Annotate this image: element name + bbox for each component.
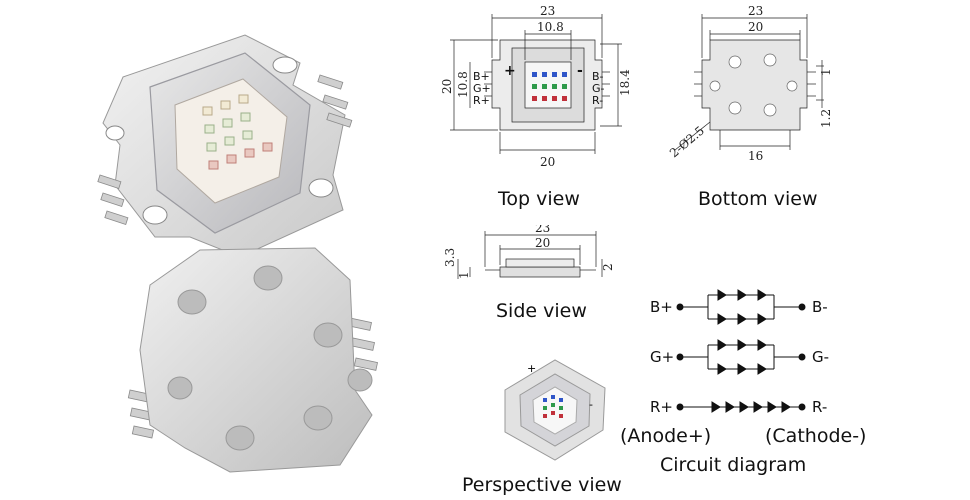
caption-top-view: Top view bbox=[498, 188, 580, 210]
circuit-g-plus: G+ bbox=[650, 348, 674, 366]
circuit-anode-label: (Anode+) bbox=[620, 425, 712, 447]
side-dim-inner: 20 bbox=[535, 236, 550, 250]
top-label-g-minus: G- bbox=[592, 82, 605, 95]
top-dim-inner-height: 10.8 bbox=[456, 71, 470, 98]
top-dim-bottom: 20 bbox=[540, 155, 555, 169]
perspective-view-image: + - bbox=[504, 359, 606, 461]
bottom-view-drawing: 23 20 16 1 1.2 2-Ø2.5 bbox=[667, 4, 833, 163]
circuit-b-minus: B- bbox=[812, 298, 828, 316]
top-label-b-minus: B- bbox=[592, 70, 604, 83]
side-dim-width: 23 bbox=[535, 225, 550, 235]
circuit-diagram: B+ G+ R+ B- G- R- bbox=[650, 289, 829, 416]
bottom-dim-right-upper: 1 bbox=[819, 68, 833, 76]
top-label-r-plus: R+ bbox=[473, 94, 490, 107]
bottom-dim-hole: 2-Ø2.5 bbox=[667, 123, 707, 160]
top-dim-inner-width: 10.8 bbox=[537, 20, 564, 34]
module-top-photo bbox=[97, 34, 353, 258]
circuit-cathode-label: (Cathode-) bbox=[765, 425, 867, 447]
bottom-dim-inner: 20 bbox=[748, 20, 763, 34]
top-label-g-plus: G+ bbox=[473, 82, 491, 95]
circuit-r-minus: R- bbox=[812, 398, 827, 416]
top-label-r-minus: R- bbox=[592, 94, 603, 107]
top-view-drawing: 23 10.8 20 20 10.8 18.4 B+ G+ R+ B- G- R… bbox=[440, 4, 632, 169]
top-dim-right: 18.4 bbox=[618, 69, 632, 96]
top-dim-width: 23 bbox=[540, 4, 555, 18]
caption-bottom-view: Bottom view bbox=[698, 188, 818, 210]
perspective-minus: - bbox=[589, 398, 593, 411]
top-label-minus: - bbox=[577, 63, 583, 79]
bottom-dim-bottom: 16 bbox=[748, 149, 763, 163]
caption-side-view: Side view bbox=[496, 300, 587, 322]
bottom-dim-right-lower: 1.2 bbox=[819, 109, 833, 128]
top-dim-height: 20 bbox=[440, 79, 454, 94]
perspective-plus: + bbox=[527, 362, 536, 375]
side-view-drawing: 23 20 3.3 1 2 bbox=[443, 225, 615, 279]
caption-perspective-view: Perspective view bbox=[462, 474, 622, 496]
module-bottom-photo bbox=[127, 247, 378, 473]
side-dim-right: 2 bbox=[601, 263, 615, 271]
caption-circuit-diagram: Circuit diagram bbox=[660, 454, 807, 476]
side-dim-left: 3.3 bbox=[443, 248, 457, 267]
top-label-plus: + bbox=[504, 63, 516, 79]
circuit-r-plus: R+ bbox=[650, 398, 673, 416]
circuit-b-plus: B+ bbox=[650, 298, 673, 316]
side-dim-left-small: 1 bbox=[457, 271, 471, 279]
top-label-b-plus: B+ bbox=[473, 70, 490, 83]
circuit-g-minus: G- bbox=[812, 348, 829, 366]
bottom-dim-width: 23 bbox=[748, 4, 763, 18]
